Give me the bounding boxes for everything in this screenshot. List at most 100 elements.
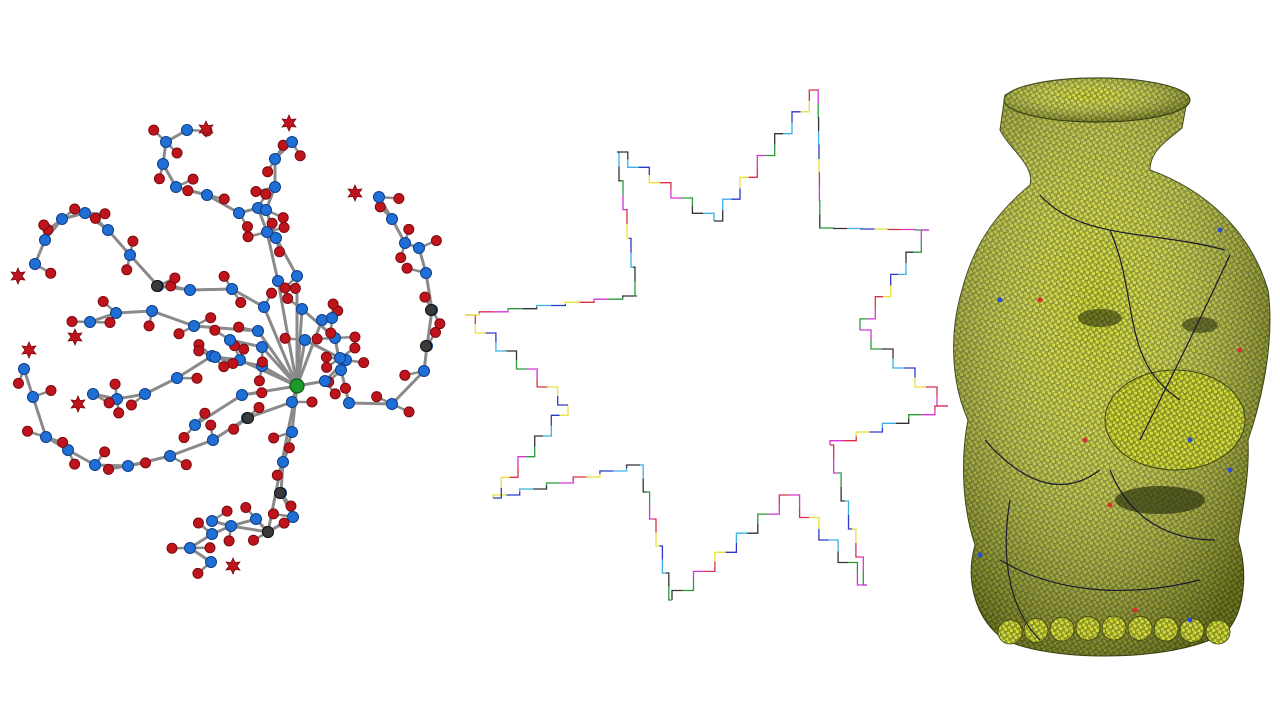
singular-point [977, 552, 983, 558]
outline-segment [519, 488, 534, 492]
outline-segment [682, 580, 695, 592]
star-leaf-node [70, 395, 86, 413]
outline-segment [860, 329, 872, 340]
outline-segment [622, 295, 637, 298]
outline-segment [517, 456, 527, 467]
leaf-node [104, 317, 116, 329]
outline-segment [547, 386, 559, 396]
internal-node [225, 520, 237, 532]
internal-node [236, 389, 248, 401]
leaf-node [143, 320, 155, 332]
internal-node [399, 237, 411, 249]
outline-segment [622, 195, 625, 211]
internal-node [256, 341, 268, 353]
leaf-node [22, 425, 34, 437]
outline-segment [692, 570, 705, 581]
leaf-node [327, 298, 339, 310]
leaf-node [256, 356, 268, 368]
internal-node [373, 191, 385, 203]
outline-segment [533, 486, 548, 490]
leaf-node [103, 463, 115, 475]
outline-segment [599, 470, 614, 474]
tree-edge [229, 524, 270, 534]
outline-segment [862, 571, 867, 586]
singular-point [997, 297, 1003, 303]
outline-segment [843, 436, 857, 442]
internal-node [139, 388, 151, 400]
leaf-node [171, 147, 183, 159]
junction-node [151, 280, 163, 292]
tree-edge [295, 318, 324, 388]
outline-segment [870, 339, 882, 350]
outline-segment [881, 422, 896, 428]
mesh-seam [1139, 254, 1231, 441]
outline-segment [874, 296, 883, 308]
outline-segment [847, 561, 859, 574]
outline-segment [534, 435, 543, 447]
mesh-seam [999, 559, 1201, 591]
outline-segment [756, 154, 766, 167]
base-bead [1179, 618, 1205, 643]
junction-node [425, 304, 437, 316]
outline-segment [550, 414, 560, 426]
outline-segment [774, 133, 784, 145]
tree-edge [150, 309, 196, 328]
outline-segment [691, 205, 704, 214]
tree-edge [230, 287, 266, 309]
outline-segment [659, 545, 664, 560]
leaf-node [358, 357, 370, 369]
outline-segment [913, 241, 922, 253]
leaf-node [153, 173, 165, 185]
outline-segment [859, 556, 864, 571]
leaf-node [182, 185, 194, 197]
internal-node [326, 312, 338, 324]
leaf-node [192, 567, 204, 579]
lion-mesh-panel [945, 0, 1280, 720]
singular-point [1237, 347, 1243, 353]
leaf-node [45, 384, 57, 396]
singular-point [1132, 607, 1138, 613]
leaf-node [205, 419, 217, 431]
outline-segment [739, 176, 749, 189]
mesh-seam [1109, 229, 1181, 401]
star-leaf-node [67, 328, 83, 346]
leaf-node [121, 264, 133, 276]
internal-node [252, 325, 264, 337]
outline-segment [921, 410, 936, 416]
outline-segment [809, 516, 820, 529]
internal-node [87, 388, 99, 400]
leaf-node [339, 382, 351, 394]
root-node [289, 378, 305, 394]
outline-segment [833, 459, 838, 474]
internal-node [269, 153, 281, 165]
tree-diagram [10, 114, 446, 579]
outline-segment [507, 308, 523, 311]
leaf-node [268, 432, 280, 444]
leaf-node [320, 351, 332, 363]
internal-node [146, 305, 158, 317]
junction-node [262, 526, 274, 538]
outline-segment [465, 313, 480, 316]
internal-node [29, 258, 41, 270]
outline-segment [837, 551, 848, 564]
outline-segment [859, 318, 868, 330]
leaf-node [262, 166, 274, 178]
lion-shading [953, 80, 1270, 657]
leaf-node [127, 235, 139, 247]
outline-segment [629, 237, 632, 253]
internal-node [258, 301, 270, 313]
internal-node [189, 419, 201, 431]
internal-node [272, 275, 284, 287]
leaf-node [193, 345, 205, 357]
outline-segment [638, 166, 650, 175]
base-bead [997, 619, 1023, 645]
outline-segment [778, 494, 790, 505]
leaf-node [395, 252, 407, 264]
base-bead [1205, 619, 1231, 645]
leaf-node [285, 500, 297, 512]
internal-node [39, 234, 51, 246]
leaf-node [311, 333, 323, 345]
leaf-node [99, 208, 111, 220]
outline-segment [506, 492, 521, 496]
outline-segment [559, 480, 574, 484]
